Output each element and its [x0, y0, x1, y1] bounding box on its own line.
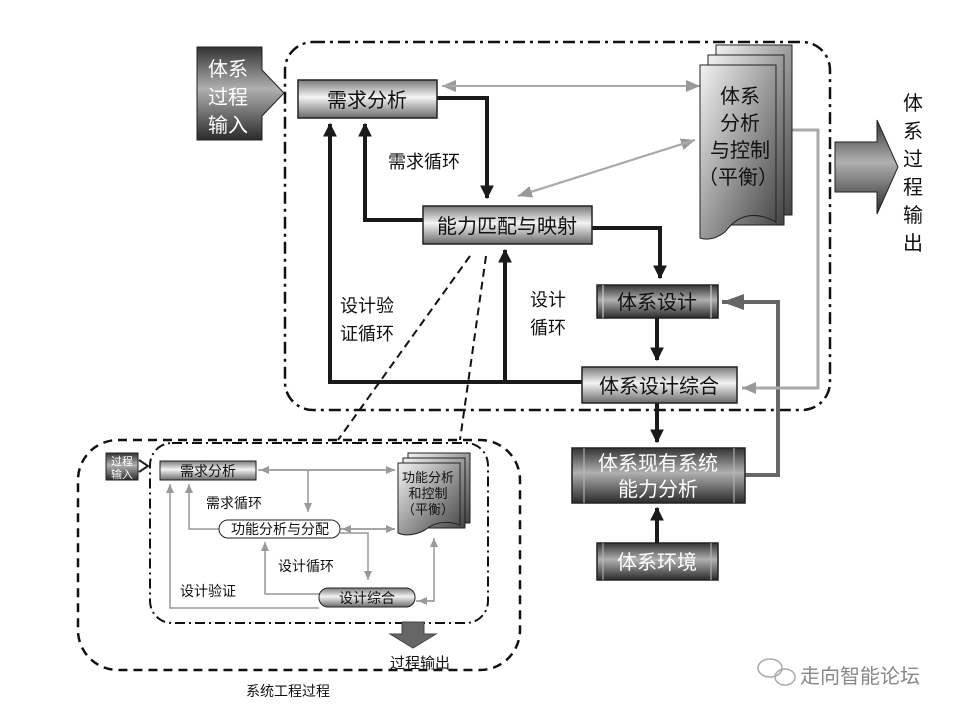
svg-text:体系设计: 体系设计: [617, 290, 697, 314]
sub-input-label: 过程输入: [111, 455, 133, 481]
capability-match-box[interactable]: 能力匹配与映射: [422, 205, 593, 245]
sub-synthesis-box[interactable]: 设计综合: [318, 587, 416, 608]
sub-requirements-box[interactable]: 需求分析: [159, 460, 257, 481]
sub-output-arrow-icon: [388, 621, 438, 649]
requirements-analysis-box[interactable]: 需求分析: [297, 79, 438, 119]
sub-input-arrow-icon: [105, 452, 139, 481]
svg-text:设计综合: 设计综合: [339, 591, 395, 607]
analysis-control-doc[interactable]: 体系分析与控制（平衡）: [698, 44, 793, 240]
sub-analysis-doc[interactable]: 功能分析和控制（平衡）: [397, 452, 471, 536]
main-connectors: [323, 80, 820, 543]
design-synthesis-box[interactable]: 体系设计综合: [581, 366, 738, 404]
watermark: 走向智能论坛: [800, 664, 920, 688]
sub-output-label: 过程输出: [390, 654, 450, 672]
svg-text:体系过程输入: 体系过程输入: [208, 57, 248, 137]
verify-loop-label: 设计验证循环: [340, 296, 394, 345]
svg-text:体系现有系统能力分析: 体系现有系统能力分析: [598, 451, 718, 501]
svg-text:体系设计综合: 体系设计综合: [599, 374, 719, 398]
output-label: 体系过程输出: [903, 91, 923, 255]
existing-capability-box[interactable]: 体系现有系统能力分析: [571, 447, 746, 504]
sub-verify-label: 设计验证: [180, 584, 236, 600]
svg-text:功能分析和控制（平衡）: 功能分析和控制（平衡）: [402, 471, 454, 518]
environment-box[interactable]: 体系环境: [596, 542, 719, 581]
sub-req-loop-label: 需求循环: [206, 496, 262, 512]
svg-text:功能分析与分配: 功能分析与分配: [231, 522, 329, 538]
design-loop-label: 设计循环: [530, 290, 566, 339]
wechat-icon: [757, 658, 796, 686]
sub-outer-boundary: [76, 438, 522, 672]
sub-function-allocation-box[interactable]: 功能分析与分配: [218, 519, 341, 539]
input-arrow-icon: [196, 46, 285, 141]
svg-text:体系分析与控制（平衡）: 体系分析与控制（平衡）: [698, 84, 778, 189]
svg-text:体系环境: 体系环境: [617, 550, 697, 574]
input-label-3: 输入: [208, 113, 248, 137]
sub-inner-boundary: [149, 442, 489, 624]
requirements-label: 需求分析: [327, 88, 407, 112]
svg-text:需求分析: 需求分析: [180, 464, 236, 480]
capability-match-label: 能力匹配与映射: [437, 214, 577, 238]
main-boundary: [283, 40, 832, 412]
system-design-box[interactable]: 体系设计: [596, 284, 719, 319]
sub-title: 系统工程过程: [246, 684, 330, 700]
output-arrow-icon: [834, 119, 899, 215]
input-label-1: 体系: [208, 57, 248, 81]
input-label-2: 过程: [208, 85, 248, 109]
sub-connectors: [166, 466, 438, 609]
sub-design-loop-label: 设计循环: [278, 559, 334, 575]
req-loop-label: 需求循环: [388, 152, 460, 173]
